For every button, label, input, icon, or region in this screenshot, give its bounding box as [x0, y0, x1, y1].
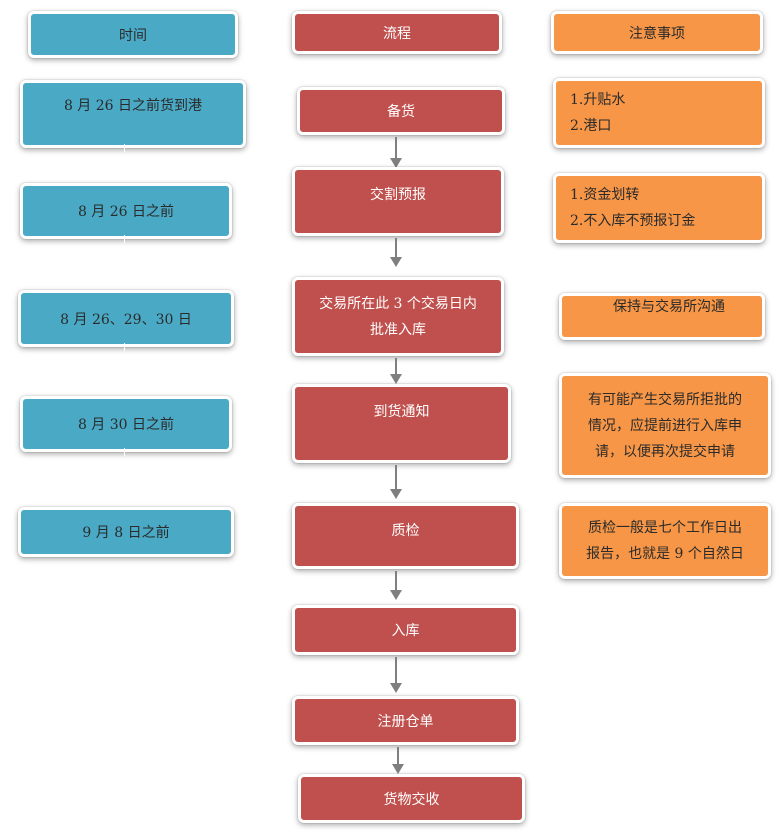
note-box-1: 1.升贴水 2.港口: [553, 78, 765, 148]
time-tick-2: [124, 235, 125, 243]
time-tick-1: [124, 144, 125, 152]
step-arrival: 到货通知: [292, 384, 511, 463]
note-1-line1: 1.升贴水: [570, 92, 626, 108]
step-inspect: 质检: [292, 503, 519, 569]
header-time: 时间: [28, 11, 238, 58]
step-declare-label: 交割预报: [370, 187, 426, 203]
step-delivery-label: 货物交收: [383, 791, 440, 808]
time-box-5: 9 月 8 日之前: [18, 507, 234, 557]
note-box-4: 有可能产生交易所拒批的 情况，应提前进行入库申 请，以便再次提交申请: [559, 373, 771, 478]
time-tick-4: [124, 448, 125, 456]
header-process-label: 流程: [383, 25, 411, 42]
header-process: 流程: [292, 11, 502, 54]
time-text-4: 8 月 30 日之前: [77, 417, 175, 433]
time-box-2: 8 月 26 日之前: [20, 183, 232, 239]
step-approve-line2: 批准入库: [370, 321, 426, 338]
header-notes-label: 注意事项: [629, 25, 685, 42]
step-declare: 交割预报: [292, 167, 504, 236]
time-tick-3: [124, 343, 125, 351]
note-box-5: 质检一般是七个工作日出 报告，也就是 9 个自然日: [559, 503, 771, 579]
note-3-text: 保持与交易所沟通: [613, 299, 725, 315]
arrow-1: [390, 137, 402, 168]
time-text-1: 8 月 26 日之前货到港: [63, 98, 203, 114]
arrow-6: [390, 657, 402, 693]
time-box-3: 8 月 26、29、30 日: [18, 290, 234, 347]
step-prepare-label: 备货: [387, 104, 415, 120]
note-box-3: 保持与交易所沟通: [559, 293, 765, 340]
arrow-4: [390, 465, 402, 499]
note-1-line2: 2.港口: [570, 118, 612, 134]
arrow-5: [390, 571, 402, 600]
note-5-line2: 报告，也就是 9 个自然日: [586, 546, 744, 562]
arrow-2: [390, 238, 402, 267]
step-prepare: 备货: [297, 87, 505, 135]
arrow-3: [390, 358, 402, 384]
step-storage: 入库: [292, 605, 519, 655]
step-inspect-label: 质检: [391, 523, 420, 539]
header-notes: 注意事项: [551, 11, 763, 54]
arrow-7: [392, 747, 404, 774]
step-register-label: 注册仓单: [377, 713, 434, 730]
time-text-5: 9 月 8 日之前: [82, 525, 170, 541]
note-box-2: 1.资金划转 2.不入库不预报订金: [553, 173, 765, 243]
step-arrival-label: 到货通知: [373, 404, 430, 420]
note-4-line3: 请，以便再次提交申请: [595, 443, 735, 460]
time-text-3: 8 月 26、29、30 日: [60, 311, 192, 328]
note-4-line2: 情况，应提前进行入库申: [588, 417, 742, 434]
note-2-line2: 2.不入库不预报订金: [570, 213, 696, 229]
step-delivery: 货物交收: [298, 774, 525, 823]
step-register: 注册仓单: [292, 696, 519, 745]
time-box-1: 8 月 26 日之前货到港: [20, 80, 246, 148]
time-text-2: 8 月 26 日之前: [77, 204, 175, 220]
note-4-line1: 有可能产生交易所拒批的: [588, 391, 742, 408]
note-5-line1: 质检一般是七个工作日出: [588, 520, 742, 536]
header-time-label: 时间: [119, 27, 147, 44]
time-box-4: 8 月 30 日之前: [20, 396, 232, 452]
step-storage-label: 入库: [391, 623, 420, 639]
step-approve: 交易所在此 3 个交易日内 批准入库: [292, 277, 504, 356]
note-2-line1: 1.资金划转: [570, 187, 640, 203]
step-approve-line1: 交易所在此 3 个交易日内: [319, 295, 477, 312]
